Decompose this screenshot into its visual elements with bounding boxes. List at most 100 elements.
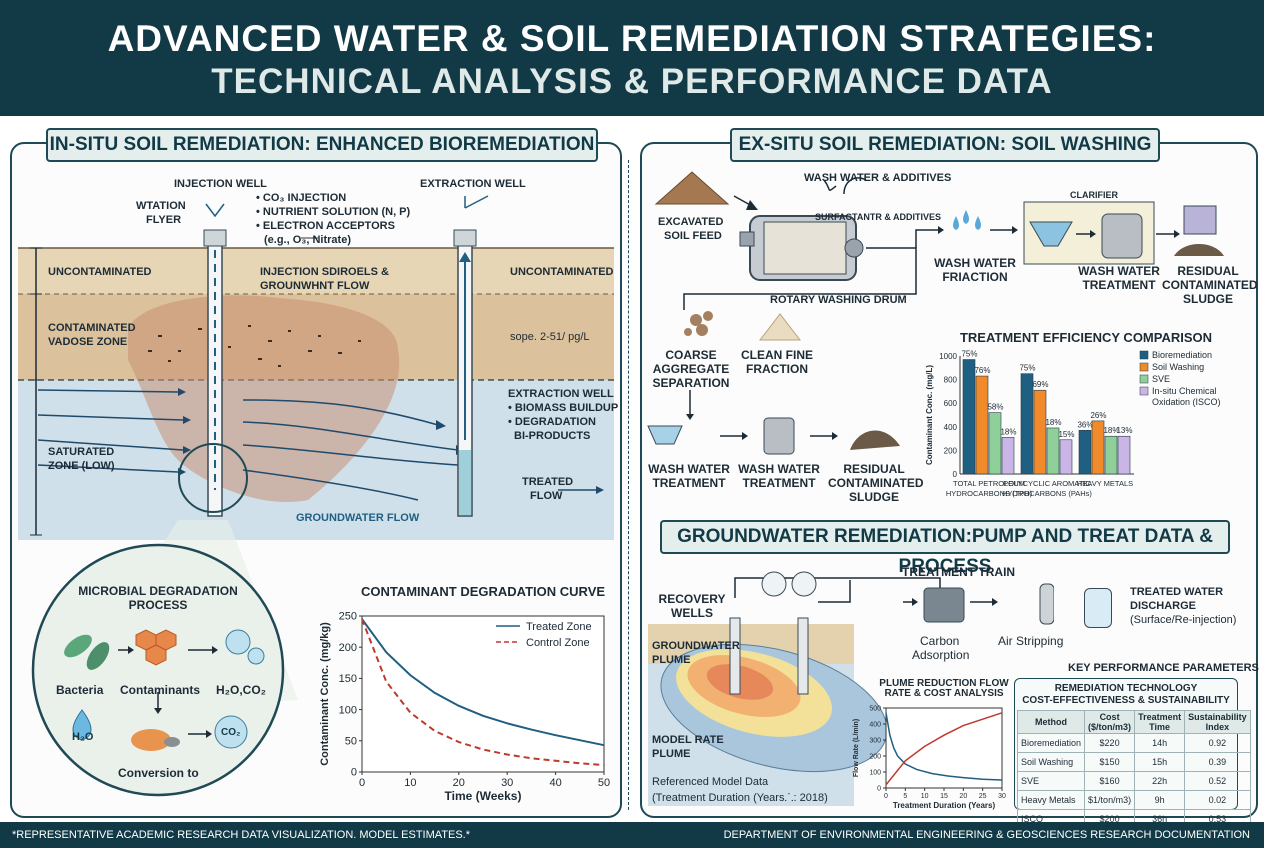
groundwater-flow-label: GROUNDWATER FLOW — [296, 512, 420, 524]
y-tick-label: 0 — [877, 785, 881, 792]
treatment-train-label: TREATMENT TRAIN — [902, 565, 1016, 579]
inj-item-3: • ELECTRON ACCEPTORS — [256, 220, 395, 232]
excavated-1: EXCAVATED — [658, 216, 724, 228]
y-tick-label: 100 — [339, 704, 357, 716]
y-tick-label: 0 — [953, 470, 958, 479]
x-tick-label: 25 — [979, 793, 987, 800]
extraction-item-3: • DEGRADATION — [508, 416, 596, 428]
inj-note-1: INJECTION SDIROELS & — [260, 266, 389, 278]
th-method: Method — [1016, 710, 1086, 734]
x-tick-label: 15 — [940, 793, 948, 800]
series-line-2 — [885, 712, 1003, 786]
residual-2: CONTAMINATED — [1162, 278, 1258, 292]
air-stripping-label: Air Stripping — [998, 634, 1064, 648]
table-title-1: REMEDIATION TECHNOLOGY — [1054, 683, 1198, 694]
th-time: Treatment Time — [1134, 710, 1186, 734]
x-tick-label: 20 — [453, 777, 465, 789]
microbial-callout — [31, 520, 298, 797]
kpp-table: Method Cost ($/ton/m3) Treatment Time Su… — [1016, 710, 1251, 829]
soil-cross-section — [18, 195, 614, 540]
legend-swatch — [1139, 362, 1149, 372]
h2o-drop-label: H₂O — [72, 731, 94, 743]
inj-item-2: • NUTRIENT SOLUTION (N, P) — [256, 206, 411, 218]
table-title-2: COST-EFFECTIVENESS & SUSTAINABILITY — [1022, 695, 1230, 706]
cell-cost: $1/ton/m3) — [1084, 790, 1136, 810]
wash-a-1: WASH WATER — [648, 462, 730, 476]
saturated-2: ZONE (LOW) — [48, 460, 115, 472]
y-tick-label: 150 — [339, 673, 357, 685]
bar-value-label: 76% — [974, 366, 990, 375]
legend-label: Bioremediation — [1152, 350, 1212, 360]
wash-fraction-2: FRIACTION — [942, 270, 1008, 284]
bar-value-label: 18% — [1000, 427, 1016, 436]
conversion-label: Conversion to — [118, 766, 199, 780]
extraction-well-label: EXTRACTION WELL — [420, 178, 526, 190]
y-tick-label: 800 — [944, 376, 958, 385]
cell-time: 14h — [1134, 733, 1186, 753]
main-subtitle: TECHNICAL ANALYSIS & PERFORMANCE DATA — [211, 62, 1053, 101]
coarse-1: COARSE — [665, 348, 717, 362]
bar-1 — [1078, 430, 1092, 475]
wash-b-2: TREATMENT — [742, 476, 816, 490]
coarse-2: AGGREGATE — [652, 362, 730, 376]
discharge-1: TREATED WATER — [1130, 586, 1224, 598]
x-tick-label: 30 — [998, 793, 1006, 800]
wash-treatment-2: TREATMENT — [1082, 278, 1156, 292]
carbon-2: Adsorption — [912, 648, 970, 662]
cell-cost: $160 — [1084, 771, 1136, 791]
uncontaminated-left: UNCONTAMINATED — [48, 266, 152, 278]
x-tick-label: 10 — [404, 777, 416, 789]
x-tick-label: 5 — [903, 793, 907, 800]
treated-flow-1: TREATED — [522, 476, 574, 488]
cell-method: Bioremediation — [1016, 733, 1086, 753]
cell-time: 22h — [1134, 771, 1186, 791]
cell-method: SVE — [1016, 771, 1086, 791]
y-tick-label: 50 — [345, 735, 357, 747]
bar-value-label: 13% — [1116, 426, 1132, 435]
inj-note-2: GROUNWHNT FLOW — [260, 280, 370, 292]
residual-b-2: CONTAMINATED — [828, 476, 924, 490]
efficiency-chart: TREATMENT EFFICIENCY COMPARISON020040060… — [925, 330, 1221, 498]
bar-value-label: 36% — [1077, 420, 1093, 429]
bar-value-label: 69% — [1032, 380, 1048, 389]
kpp-table-box: REMEDIATION TECHNOLOGY COST-EFFECTIVENES… — [1014, 678, 1251, 829]
residual-3: SLUDGE — [1182, 292, 1233, 306]
y-tick-label: 200 — [339, 642, 357, 654]
x-tick-label: 10 — [921, 793, 929, 800]
bar-2 — [1033, 389, 1047, 475]
model-rate-1: MODEL RATE — [652, 734, 724, 746]
bar-1 — [962, 359, 976, 475]
legend-label: Treated Zone — [526, 621, 592, 633]
treated-flow-2: FLOW — [530, 490, 563, 502]
y-tick-label: 600 — [944, 399, 958, 408]
y-tick-label: 400 — [944, 423, 958, 432]
bar-value-label: 26% — [1090, 411, 1106, 420]
wtation-label: WTATION — [136, 200, 186, 212]
bar-value-label: 58% — [987, 403, 1003, 412]
y-tick-label: 200 — [869, 753, 881, 760]
legend-label: Oxidation (ISCO) — [1152, 397, 1221, 407]
uncontaminated-right: UNCONTAMINATED — [510, 266, 614, 278]
flyer-label: FLYER — [146, 214, 182, 226]
x-tick-label: 30 — [501, 777, 513, 789]
legend-label: Soil Washing — [1152, 362, 1204, 372]
extraction-item-4: BI-PRODUCTS — [514, 430, 591, 442]
bottle-icon — [1084, 588, 1112, 628]
excavated-2: SOIL FEED — [664, 230, 722, 242]
cell-index: 0.52 — [1184, 771, 1251, 791]
legend-label: SVE — [1152, 374, 1170, 384]
wash-b-1: WASH WATER — [738, 462, 820, 476]
series-line-2 — [361, 618, 605, 767]
soil-washing-diagram — [647, 171, 1224, 455]
cell-method: Heavy Metals — [1016, 790, 1086, 810]
cell-cost: $220 — [1084, 733, 1136, 753]
contaminated-2: VADOSE ZONE — [48, 336, 128, 348]
category-label: TOTAL PETROLEUM — [953, 479, 1025, 488]
kpp-title: KEY PERFORMANCE PARAMETERS — [1068, 662, 1259, 674]
cell-index: 0.39 — [1184, 752, 1251, 772]
chart-title: RATE & COST ANALYSIS — [884, 688, 1003, 699]
header-bar — [0, 0, 1264, 116]
bar-value-label: 75% — [1019, 364, 1035, 373]
